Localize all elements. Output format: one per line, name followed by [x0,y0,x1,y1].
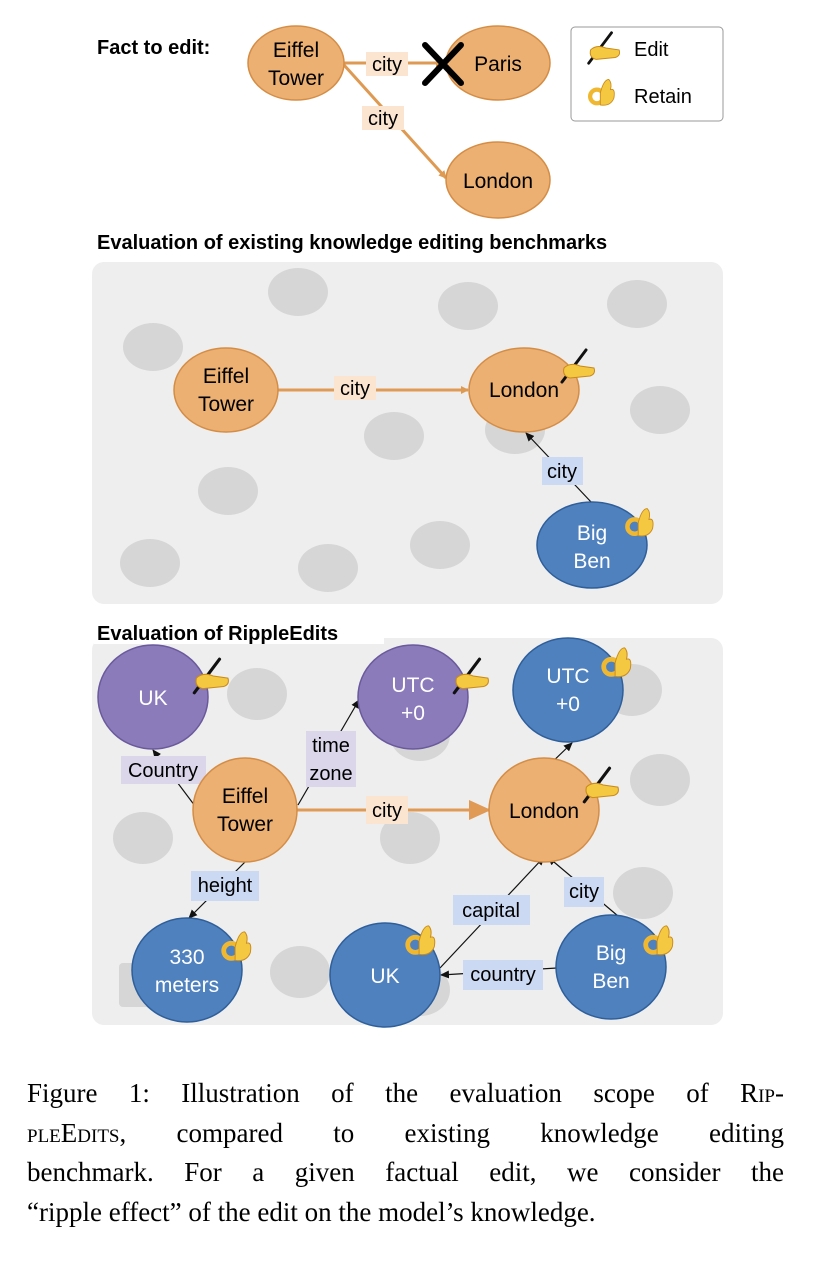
edge-label: capital [462,900,520,922]
node-big-ben: Big Ben [536,501,653,589]
edge-city: city [297,796,491,824]
edge-label-city-new: city [368,108,398,130]
node-label: Paris [474,53,522,76]
edge-bigben-london-existing: city [525,432,593,504]
caption-text: “ripple effect” of the edit on the model… [27,1196,596,1227]
legend-retain-label: Retain [634,86,692,108]
node-label: meters [155,974,219,997]
caption-text: benchmark. For a given factual edit, we … [27,1157,784,1187]
node-label: +0 [401,702,425,725]
node-label: Tower [217,813,273,836]
node-label: 330 [169,946,204,969]
node-label: UTC [546,665,589,688]
caption-text: Figure 1: Illustration of the evaluation… [27,1078,741,1108]
node-label: UK [138,687,167,710]
edge-label: city [547,461,577,483]
edge-bigben-country: country [440,960,558,990]
edge-eiffel-paris: city [344,52,444,76]
node-label: Tower [268,67,324,90]
node-eiffel-tower: Eiffel Tower [173,347,279,433]
node-uk-edited: UK [97,644,230,750]
edge-capital: capital [439,856,545,969]
node-label: London [509,800,579,823]
background-entities [120,268,690,592]
node-utc-retained: UTC +0 [512,637,631,743]
edge-label-city-old: city [372,54,402,76]
node-label: Eiffel [222,785,268,808]
node-label: Ben [573,550,610,573]
node-eiffel-tower: Eiffel Tower [192,757,298,863]
node-eiffel-tower: Eiffel Tower [247,25,345,101]
legend: Edit Retain [570,26,724,122]
node-label: London [463,170,533,193]
rippleedits-title: Evaluation of RippleEdits [97,623,338,645]
existing-benchmarks-title: Evaluation of existing knowledge editing… [97,232,607,254]
node-big-ben: Big Ben [555,914,673,1020]
node-label: UTC [391,674,434,697]
node-label: Ben [592,970,629,993]
node-uk-retained: UK [329,922,441,1028]
edge-height: height [188,861,259,919]
figure-caption: Figure 1: Illustration of the evaluation… [27,1074,784,1232]
node-london: London [445,141,551,219]
edge-label: height [198,875,253,897]
x-mark-icon [422,42,464,86]
caption-smallcaps: Rip- [740,1078,784,1108]
edge-eiffel-london: city [342,63,448,180]
edge-label: city [372,800,402,822]
legend-edit-label: Edit [634,39,669,61]
edge-label: city [569,881,599,903]
edge-label: country [470,964,536,986]
caption-smallcaps: pleEdits [27,1117,120,1148]
node-paris: Paris [445,25,551,101]
edge-label: time [312,735,350,757]
node-utc-edited: UTC +0 [357,644,490,750]
caption-text: , compared to existing knowledge editing [119,1117,785,1148]
node-330-meters: 330 meters [131,917,251,1023]
edge-label: zone [309,763,352,785]
edge-eiffel-london-existing: city [278,376,469,400]
node-london: London [468,347,596,433]
edge-country: Country [121,749,206,807]
node-label: Big [596,942,626,965]
node-label: Big [577,522,607,545]
node-label: Eiffel [273,39,319,62]
edge-label: Country [128,760,198,782]
edge-bigben-city: city [547,856,619,917]
node-label: +0 [556,693,580,716]
node-london: London [488,757,620,863]
node-label: Tower [198,393,254,416]
node-label: UK [370,965,399,988]
fact-to-edit-heading: Fact to edit: [97,37,210,59]
node-label: London [489,379,559,402]
edge-label: city [340,378,370,400]
edge-time-zone: time zone [297,699,360,806]
node-label: Eiffel [203,365,249,388]
